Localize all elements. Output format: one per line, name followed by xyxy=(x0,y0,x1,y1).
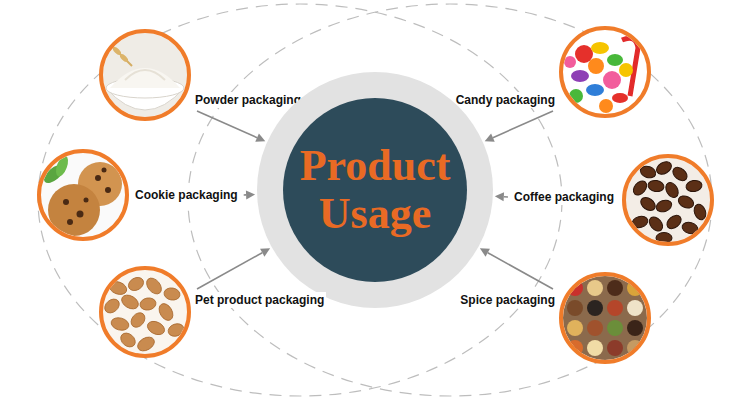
arrow-head xyxy=(255,134,265,142)
arrow-connector xyxy=(197,111,265,142)
cookie-photo xyxy=(38,150,128,240)
arrow-line xyxy=(493,111,553,138)
photo-ring xyxy=(37,149,129,241)
photo-circle: Powder packaging xyxy=(99,29,303,121)
coffee-photo xyxy=(623,155,713,245)
arrow-connector xyxy=(197,248,270,289)
center-title: Product Usage xyxy=(287,142,463,239)
arrow-head xyxy=(485,134,495,142)
arrow-line xyxy=(488,253,553,289)
usage-label: Powder packaging xyxy=(193,92,303,108)
usage-label: Cookie packaging xyxy=(133,187,240,203)
usage-label: Coffee packaging xyxy=(512,189,616,205)
spice-photo xyxy=(560,273,650,363)
center-core: Product Usage xyxy=(283,98,467,282)
arrow-head xyxy=(480,248,490,256)
usage-label: Pet product packaging xyxy=(193,292,326,308)
photo-circle: Spice packaging xyxy=(458,272,651,364)
dashed-orbit xyxy=(38,4,712,396)
usage-label: Spice packaging xyxy=(458,292,557,308)
arrow-line xyxy=(244,194,246,196)
arrow-connector xyxy=(495,192,508,201)
photo-ring xyxy=(99,266,191,358)
photo-circle: Coffee packaging xyxy=(512,154,714,246)
photo-ring xyxy=(99,29,191,121)
center-circle: Product Usage xyxy=(257,72,493,308)
arrow-connector xyxy=(480,248,553,289)
photo-circle: Candy packaging xyxy=(454,26,651,118)
arrow-line xyxy=(504,196,508,198)
arrow-connector xyxy=(244,190,255,199)
photo-ring xyxy=(622,154,714,246)
photo-ring xyxy=(559,26,651,118)
arrow-head xyxy=(246,190,255,199)
arrow-line xyxy=(197,253,262,289)
arrow-line xyxy=(197,111,257,138)
arrow-head xyxy=(495,192,504,201)
photo-ring xyxy=(559,272,651,364)
usage-label: Candy packaging xyxy=(454,92,557,108)
powder-photo xyxy=(100,30,190,120)
arrow-connector xyxy=(485,111,553,142)
candy-photo xyxy=(560,27,650,117)
photo-circle: Pet product packaging xyxy=(99,266,326,358)
arrow-head xyxy=(260,248,270,256)
pet-food-photo xyxy=(100,267,190,357)
photo-circle: Cookie packaging xyxy=(37,149,240,241)
